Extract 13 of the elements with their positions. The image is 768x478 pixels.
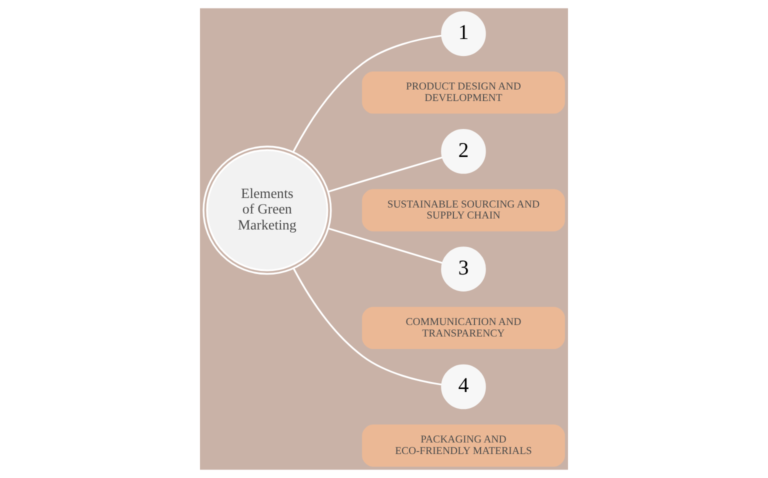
node-circle: 3: [441, 246, 486, 292]
node-box: SUSTAINABLE SOURCING AND SUPPLY CHAIN: [362, 189, 565, 232]
node-box: PACKAGING AND ECO-FRIENDLY MATERIALS: [362, 424, 565, 467]
connector: [328, 156, 443, 193]
connector: [292, 268, 442, 386]
node-box: COMMUNICATION AND TRANSPARENCY: [362, 306, 565, 349]
node-circle: Elements of Green Marketing: [202, 146, 332, 275]
node-circle: 1: [441, 11, 486, 56]
connector: [292, 34, 442, 152]
node-circle: 2: [441, 129, 486, 174]
connector: [328, 228, 443, 264]
node-box: PRODUCT DESIGN AND DEVELOPMENT: [362, 71, 565, 114]
node-circle: 4: [441, 364, 486, 410]
